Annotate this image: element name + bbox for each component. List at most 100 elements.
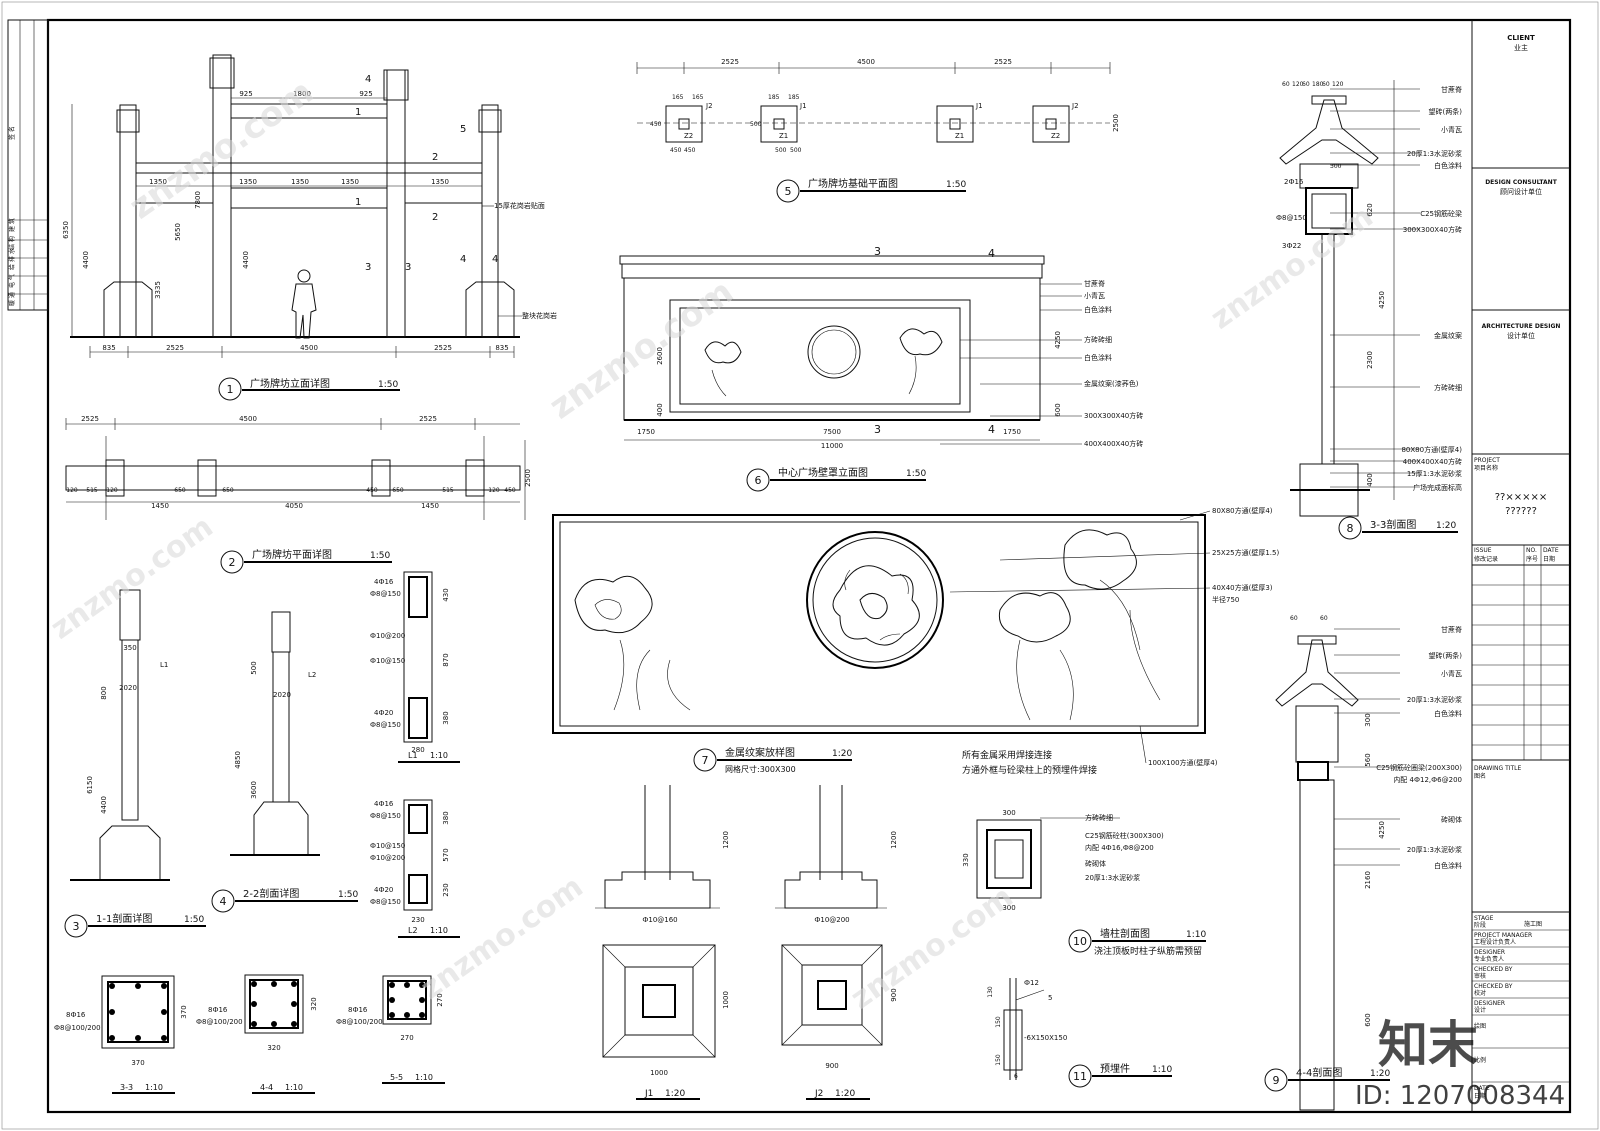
e1-bottom-dim: 4500 [300, 344, 318, 352]
e1-note-1: 整块花岗岩 [522, 311, 557, 320]
v4-scale: 1:50 [338, 890, 358, 900]
c55-w: 270 [400, 1034, 413, 1042]
rebar-dot [271, 981, 277, 987]
s9-dim: 60 [1290, 615, 1298, 622]
s55-title: 5-5 [390, 1073, 403, 1082]
e11-label: Ф12 [1024, 979, 1039, 987]
designer2-cn: 设计 [1474, 1006, 1486, 1014]
strip-r2: 结 构 [8, 236, 16, 250]
f5-right: 2500 [1112, 114, 1120, 132]
project-cn: 项目名称 [1474, 464, 1498, 472]
j2-title: J2 [814, 1089, 823, 1099]
s8-reb0: 2Ф16 [1284, 178, 1304, 186]
m7-note: 80X80方通(壁厚4) [1212, 506, 1273, 515]
w10-note: 20厚1:3水泥砂浆 [1085, 873, 1140, 882]
c55-stir: Ф8@100/200 [336, 1018, 383, 1026]
rebar-dot [404, 982, 410, 988]
v6-scale: 1:50 [906, 469, 926, 479]
f5-label: Z2 [684, 132, 693, 140]
c44-w: 320 [267, 1044, 280, 1052]
w10-note: 方砖砖细 [1085, 813, 1113, 822]
l2-scale: 1:10 [430, 926, 448, 935]
w10-note: 内配 4Ф16,Ф8@200 [1085, 843, 1154, 852]
v9-title: 4-4剖面图 [1296, 1066, 1342, 1079]
v8-scale: 1:20 [1436, 521, 1456, 531]
l2-label: Ф10@200 [370, 854, 405, 862]
c33-reb: 8Ф16 [66, 1011, 86, 1019]
e1-sec1b: 1 [355, 197, 361, 208]
p2-top-dim: 4500 [239, 415, 257, 423]
p2-top-dim: 2525 [81, 415, 99, 423]
project-name-2: ?????? [1505, 506, 1537, 517]
p2-small-dim: 515 [442, 487, 454, 494]
s9-note: 小青瓦 [1441, 669, 1462, 678]
view-9-section-4-4: 甘蔗脊望砖(两条)小青瓦20厚1:3水泥砂浆白色涂料C25钢筋砼圈梁(200X3… [1264, 615, 1462, 1111]
s8-note: 甘蔗脊 [1441, 85, 1462, 94]
f5-label: J2 [705, 102, 713, 110]
w6-sec3b: 3 [874, 423, 881, 436]
l2-title: L2 [408, 926, 418, 935]
p2-small-dim: 650 [222, 487, 234, 494]
rebar-dot [389, 982, 395, 988]
e1-v1: 4400 [82, 251, 90, 269]
date2-cn: 日期 [1474, 1092, 1486, 1100]
arch-en: ARCHITECTURE DESIGN [1482, 323, 1561, 330]
w6-note: 400X400X40方砖 [1084, 439, 1143, 448]
s9-note: 20厚1:3水泥砂浆 [1407, 695, 1462, 704]
f5-dim: 185 [768, 94, 780, 101]
l2-dim: 570 [442, 848, 450, 861]
m7-note: 半径750 [1212, 595, 1239, 604]
l2-label: 4Ф16 [374, 800, 394, 808]
v9-no: 9 [1273, 1074, 1280, 1087]
c33-stir: Ф8@100/200 [54, 1024, 101, 1032]
s2-l2: L2 [308, 671, 316, 679]
j2-scale: 1:20 [835, 1089, 855, 1099]
rebar-dot [109, 983, 115, 989]
f5-dim: 450 [650, 121, 662, 128]
w6-dim: 1750 [1003, 428, 1021, 436]
stage-en: STAGE [1474, 915, 1494, 922]
w6-dim: 7500 [823, 428, 841, 436]
v10-sub: 浇注顶板时柱子纵筋需预留 [1094, 945, 1202, 957]
s1-v5: 2020 [119, 684, 137, 692]
s9-dim: 4250 [1378, 821, 1386, 839]
p2-top-dim: 2525 [419, 415, 437, 423]
e1-t2: 925 [359, 90, 372, 98]
m7-note: 25X25方通(壁厚1.5) [1212, 548, 1279, 557]
v3-scale: 1:50 [184, 915, 204, 925]
rebar-dot [251, 1001, 257, 1007]
e11-dim: 150 [995, 1054, 1002, 1066]
j1-v0: 1200 [722, 831, 730, 849]
rebar-dot [251, 1021, 257, 1027]
issue-cn: 修改记录 [1474, 555, 1498, 563]
s8-note: 白色涂料 [1434, 161, 1462, 170]
f5-top-dim: 4500 [857, 58, 875, 66]
f5-label: J1 [975, 102, 983, 110]
s8-dim: 120 [1292, 81, 1304, 88]
m7-text1: 所有金属采用焊接连接 [962, 749, 1052, 761]
l2-dim: 230 [411, 916, 424, 924]
rebar-dot [135, 1035, 141, 1041]
v10-no: 10 [1073, 935, 1087, 948]
drawing-title-cn: 图名 [1474, 772, 1486, 780]
s2-v0: 4850 [234, 751, 242, 769]
e1-sec4b: 4 [460, 254, 466, 265]
f5-dim: 165 [692, 94, 704, 101]
s8-note: 方砖砖细 [1434, 383, 1462, 392]
leader-line [1139, 725, 1147, 764]
e11-label: 5 [1048, 994, 1052, 1002]
s9-note: 20厚1:3水泥砂浆 [1407, 845, 1462, 854]
c44-reb: 8Ф16 [208, 1006, 228, 1014]
f5-label: J2 [1071, 102, 1079, 110]
rebar-dot [161, 983, 167, 989]
s9-note: 白色涂料 [1434, 861, 1462, 870]
designer-en: DESIGNER [1474, 949, 1505, 956]
e1-t1: 925 [239, 90, 252, 98]
wm-id: ID: 1207008344 [1355, 1081, 1565, 1111]
f5-dim: 165 [672, 94, 684, 101]
e11-dim: 130 [987, 986, 994, 998]
